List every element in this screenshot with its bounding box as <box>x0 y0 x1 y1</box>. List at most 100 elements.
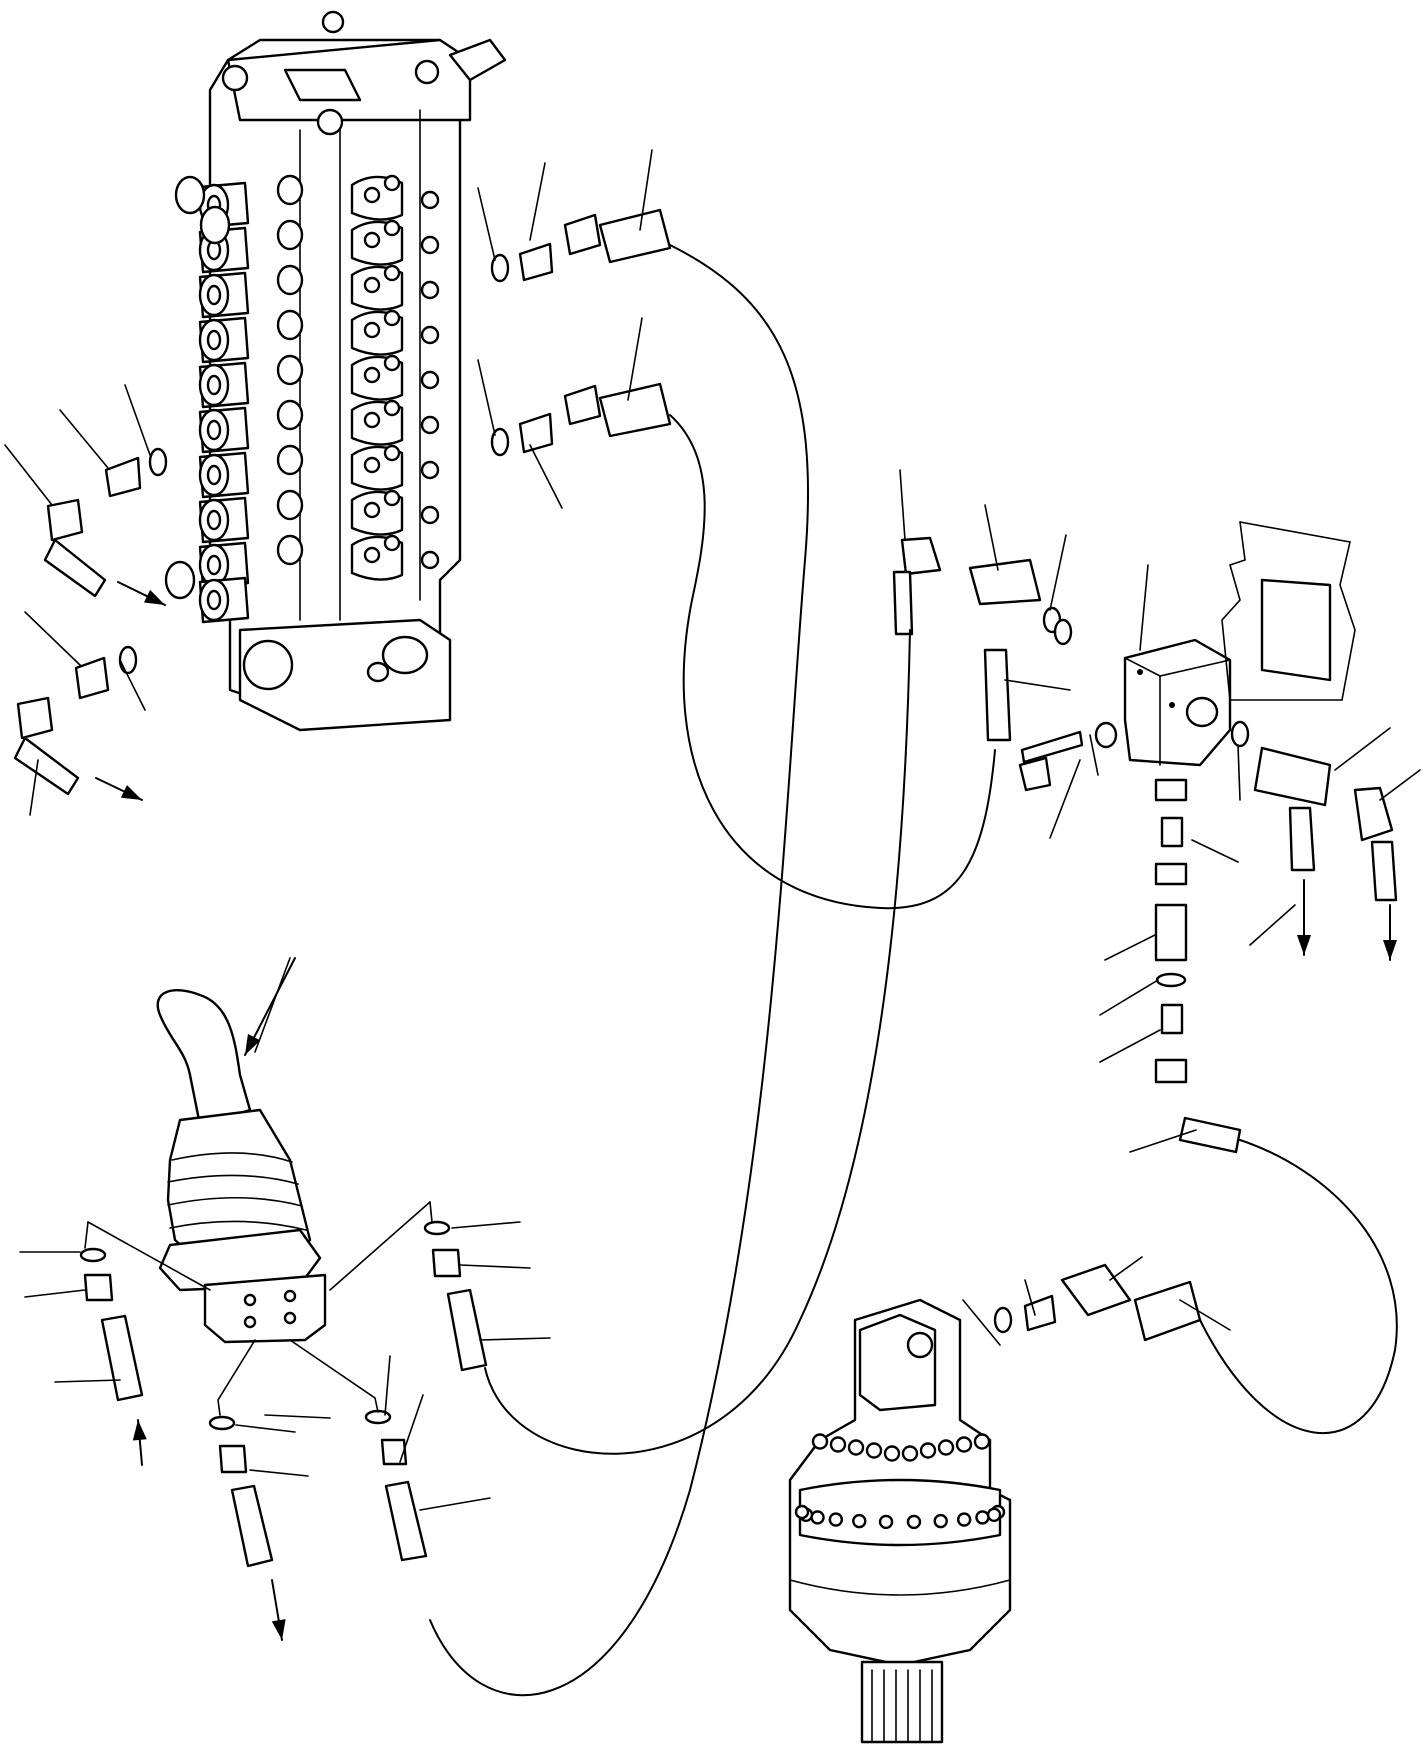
motor-bolt <box>937 1439 955 1456</box>
motor-bolt <box>811 1433 829 1450</box>
joystick-fitting-right <box>423 1220 488 1372</box>
joystick-fitting-bottom-right <box>364 1409 428 1562</box>
flow-arrows <box>95 581 1397 1641</box>
spool-cap <box>164 560 196 600</box>
callout-leader <box>639 149 653 231</box>
flow-arrow <box>95 777 143 801</box>
motor-bolt <box>828 1512 844 1527</box>
motor-bolt <box>906 1514 922 1530</box>
callout-leader <box>1104 934 1156 961</box>
callout-leader <box>1191 839 1239 863</box>
joystick-fitting-bottom-left <box>208 1415 274 1568</box>
spool-cap <box>198 534 440 589</box>
swing-motor-icon <box>788 1298 1012 1744</box>
spool-cap <box>198 354 440 409</box>
callout-leader <box>249 1469 309 1477</box>
flow-arrow <box>1383 904 1397 961</box>
callout-leader <box>384 1355 391 1416</box>
spool-cap <box>198 489 440 544</box>
flow-arrow <box>117 581 166 606</box>
spool-cap <box>198 264 440 319</box>
callout-leader <box>1099 1029 1161 1063</box>
callout-leader <box>1249 904 1296 946</box>
callout-leader <box>1109 1256 1143 1281</box>
spool-cap <box>198 444 440 499</box>
spool-cap <box>199 205 231 245</box>
callout-leader <box>529 444 563 509</box>
mounting-bracket <box>1221 521 1356 701</box>
callout-leader <box>119 659 146 711</box>
callout-leader <box>627 317 643 401</box>
motor-bolt <box>955 1436 973 1453</box>
spool-cap <box>198 309 440 364</box>
callout-leader <box>235 1424 296 1433</box>
callout-leader <box>1129 1129 1197 1153</box>
callout-leader <box>29 759 39 816</box>
callout-leader <box>529 162 546 241</box>
callout-leader <box>459 1264 531 1269</box>
callout-leader <box>1139 564 1149 651</box>
callout-leader <box>451 1221 521 1229</box>
motor-bolt <box>901 1445 919 1462</box>
spool-caps <box>164 174 440 624</box>
callout-leader <box>1024 1279 1036 1316</box>
flow-arrow <box>132 1419 147 1466</box>
block-bolt <box>1018 721 1118 792</box>
callout-leader <box>24 611 81 666</box>
motor-bolt <box>829 1436 847 1453</box>
flow-arrow <box>271 1579 286 1641</box>
flow-arrow <box>1297 879 1311 956</box>
callout-leader <box>1004 679 1071 691</box>
callout-leader <box>962 1299 1001 1346</box>
valve-right-fitting-upper <box>490 208 672 283</box>
block-right-fittings <box>1230 720 1398 902</box>
motor-bolt <box>865 1442 883 1459</box>
spool-cap <box>198 399 440 454</box>
spool-cap <box>198 576 250 624</box>
callout-leader <box>399 1394 424 1463</box>
swing-motor-fittings <box>993 1263 1202 1342</box>
motor-bolt <box>794 1504 810 1520</box>
callout-leader <box>24 1289 86 1298</box>
callout-leader <box>1379 769 1421 801</box>
callout-leader <box>124 384 151 456</box>
motor-bolt <box>933 1513 948 1529</box>
motor-bolt <box>975 1510 990 1525</box>
valve-right-fitting-lower <box>490 382 672 457</box>
block-lower-stack <box>1154 778 1242 1154</box>
junction-block-icon <box>1123 638 1232 767</box>
spool-cap <box>174 175 206 215</box>
motor-bolt <box>847 1439 865 1456</box>
motor-bolt <box>878 1514 894 1530</box>
callout-leader <box>1237 744 1241 801</box>
callout-leader <box>477 359 496 436</box>
valve-left-fitting-upper <box>43 447 168 598</box>
motor-bolt <box>883 1445 901 1462</box>
motor-bolt <box>810 1510 825 1525</box>
hoses <box>429 244 1398 1697</box>
motor-bolt <box>919 1442 937 1459</box>
flow-arrow <box>244 957 296 1056</box>
callout-leader <box>264 1414 331 1419</box>
callout-leader <box>1099 979 1159 1016</box>
callout-leader <box>1049 759 1081 839</box>
motor-bolt <box>956 1512 972 1527</box>
callout-leader <box>1334 727 1391 771</box>
joystick-icon <box>156 988 327 1344</box>
callout-leader-lines <box>4 149 1421 1511</box>
motor-bolt <box>973 1433 991 1450</box>
swing-motor-bolts <box>794 1433 1006 1530</box>
callout-leader <box>479 1337 551 1341</box>
callout-leader <box>1049 534 1067 611</box>
callout-leader <box>1089 734 1099 776</box>
callout-leader <box>899 469 906 541</box>
callout-leader <box>984 504 999 571</box>
callout-leader <box>59 409 109 469</box>
callout-leader <box>54 1379 121 1383</box>
callout-leader <box>254 957 291 1053</box>
callout-leader <box>419 1497 491 1511</box>
callout-leader <box>477 187 496 261</box>
spool-cap <box>198 219 440 274</box>
block-inlet-fittings <box>892 536 1073 742</box>
